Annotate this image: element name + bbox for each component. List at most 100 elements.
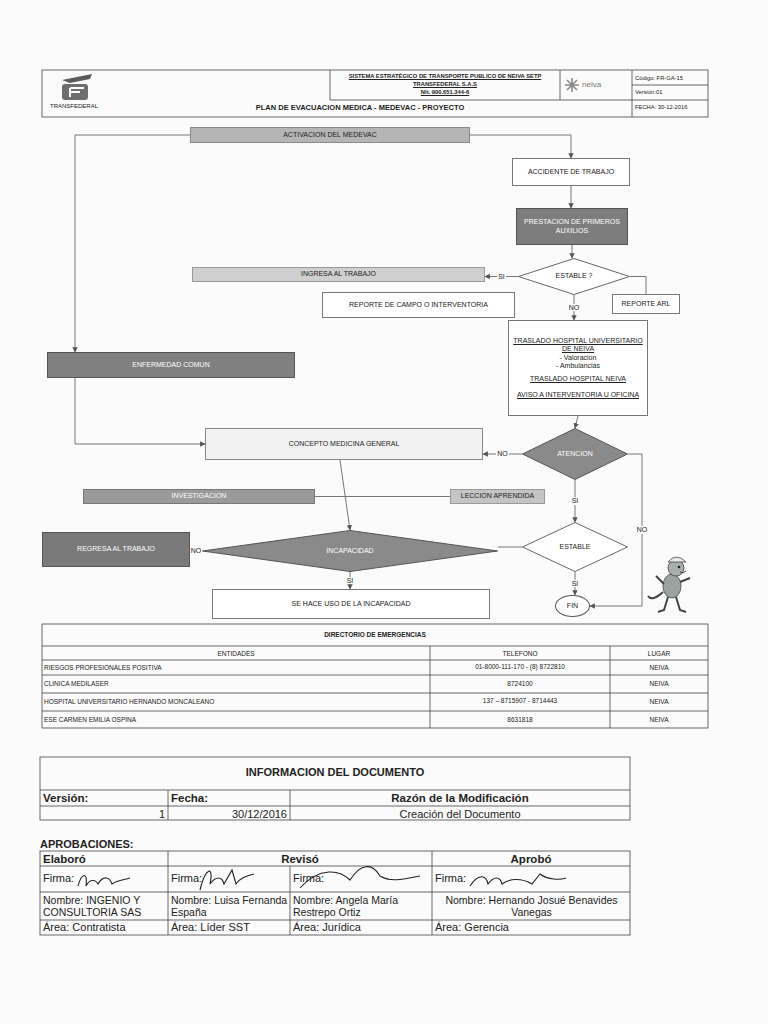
- node-text: - Valoracion: [560, 354, 597, 362]
- header-text: SISTEMA ESTRATÉGICO DE TRANSPORTE PUBLIC…: [330, 73, 560, 80]
- header-text: TRANSFEDERAL S.A.S: [330, 81, 560, 88]
- table-cell: NEIVA: [610, 664, 708, 671]
- result-band: INVESTIGACION: [83, 489, 315, 504]
- node-text: INVESTIGACION: [172, 492, 227, 500]
- node-text: CONCEPTO MEDICINA GENERAL: [289, 440, 400, 448]
- code-cell: Código: FR-GA-15: [635, 75, 707, 82]
- table-cell: NEIVA: [610, 716, 708, 723]
- decision-diamond: ESTABLE ?: [518, 258, 630, 295]
- flow-connector: [572, 245, 573, 258]
- header-text: NIt. 900.651.344-6: [330, 89, 560, 96]
- process-box: REPORTE ARL: [612, 294, 680, 314]
- table-cell: 8631818: [430, 716, 610, 723]
- process-box: PRESTACION DE PRIMEROS AUXILIOS: [516, 208, 628, 245]
- flow-connector: [571, 186, 572, 208]
- node-text: REPORTE DE CAMPO O INTERVENTORIA: [349, 301, 488, 309]
- node-text: ESTABLE: [560, 543, 591, 551]
- node-text: ESTABLE ?: [556, 272, 593, 280]
- start-band: ACTIVACION DEL MEDEVAC: [190, 127, 470, 143]
- table-cell: Firma:: [171, 872, 211, 885]
- node-text: - Ambulancias: [556, 362, 600, 370]
- node-text: TRASLADO HOSPITAL NEIVA: [530, 375, 626, 383]
- table-cell: Firma:: [435, 872, 475, 885]
- table-cell: Nombre: Angela María Restrepo Ortiz: [293, 894, 430, 918]
- table-header: LUGAR: [610, 650, 708, 657]
- table-cell: 137 – 8715907 - 8714443: [430, 697, 610, 704]
- signatures: [78, 867, 566, 890]
- node-text: ATENCION: [557, 450, 593, 458]
- table-cell: ESE CARMEN EMILIA OSPINA: [44, 716, 428, 723]
- table-cell: 8724100: [430, 680, 610, 687]
- flow-connector: [75, 378, 205, 444]
- process-box: REPORTE DE CAMPO O INTERVENTORIA: [322, 292, 515, 318]
- company-logo: [62, 74, 92, 100]
- end-circle: FIN: [555, 595, 590, 617]
- code-cell: FECHA: 30-12-2016: [635, 104, 707, 111]
- table-cell: Área: Líder SST: [171, 921, 288, 934]
- table-title: DIRECTORIO DE EMERGENCIAS: [42, 631, 708, 638]
- table-cell: 01-8000-111-170 - (8) 8722810: [430, 663, 610, 670]
- flow-connector: [498, 547, 522, 548]
- table-cell: Área: Contratista: [43, 921, 166, 934]
- table-cell: Nombre: Hernando Josué Benavides Vanegas: [435, 894, 628, 918]
- document-title: PLAN DE EVACUACION MEDICA - MEDEVAC - PR…: [150, 104, 570, 113]
- logo-text: TRANSFEDERAL: [50, 103, 130, 110]
- logo-text: neiva: [582, 80, 622, 89]
- edge-label: NO: [636, 526, 649, 534]
- table-cell: 30/12/2016: [168, 808, 287, 821]
- node-text: INGRESA AL TRABAJO: [301, 270, 376, 278]
- table-cell: Área: Jurídica: [293, 921, 430, 934]
- table-cell: HOSPITAL UNIVERSITARIO HERNANDO MONCALEA…: [44, 698, 428, 705]
- city-logo: [565, 78, 579, 92]
- flow-connector: [470, 135, 571, 158]
- table-title: INFORMACION DEL DOCUMENTO: [40, 766, 630, 779]
- edge-label: SI: [571, 580, 580, 588]
- process-band: ENFERMEDAD COMUN: [47, 352, 295, 378]
- code-cell: Versión:01: [635, 89, 707, 96]
- table-cell: Nombre: INGENIO Y CONSULTORIA SAS: [43, 894, 166, 918]
- node-text: REPORTE ARL: [622, 300, 671, 308]
- table-cell: Nombre: Luisa Fernanda España: [171, 894, 288, 918]
- table-header: Versión:: [43, 792, 165, 805]
- decision-diamond: INCAPACIDAD: [202, 530, 498, 572]
- flow-connector: [315, 496, 450, 497]
- table-header: Fecha:: [171, 792, 287, 805]
- flow-connector: [630, 277, 646, 295]
- flow-connector: [590, 454, 642, 606]
- table-header: Elaboró: [43, 853, 165, 866]
- diamond-shape: [523, 429, 628, 480]
- flow-connector: [575, 416, 578, 428]
- table-header: TELEFONO: [430, 650, 610, 657]
- process-box: TRASLADO HOSPITAL UNIVERSITARIO DE NEIVA…: [508, 320, 648, 416]
- table-header: ENTIDADES: [42, 650, 430, 657]
- node-text: ACCIDENTE DE TRABAJO: [528, 168, 614, 176]
- table-cell: Área: Gerencia: [435, 921, 628, 934]
- table-cell: 1: [40, 808, 165, 821]
- node-text: FIN: [567, 602, 578, 610]
- edge-label: SI: [571, 497, 580, 505]
- node-text: LECCION APRENDIDA: [461, 492, 535, 500]
- edge-label: SI: [497, 273, 506, 281]
- node-text: AVISO A INTERVENTORIA U OFICINA: [517, 391, 639, 399]
- diamond-shape: [519, 259, 630, 295]
- table-cell: CLINICA MEDILASER: [44, 680, 428, 687]
- node-text: TRASLADO HOSPITAL UNIVERSITARIO DE NEIVA: [513, 337, 643, 354]
- table-cell: RIESGOS PROFESIONALES POSITIVA: [44, 664, 428, 671]
- node-text: REGRESA AL TRABAJO: [77, 545, 155, 553]
- table-cell: Firma:: [293, 872, 333, 885]
- process-box: ACCIDENTE DE TRABAJO: [512, 158, 630, 186]
- result-band: REGRESA AL TRABAJO: [42, 532, 190, 567]
- flow-connector: [75, 135, 190, 352]
- edge-label: NO: [568, 304, 581, 312]
- table-cell: NEIVA: [610, 680, 708, 687]
- edge-label: NO: [496, 450, 509, 458]
- table-cell: Firma:: [43, 872, 83, 885]
- table-cell: Creación del Documento: [290, 808, 630, 821]
- node-text: INCAPACIDAD: [326, 547, 373, 555]
- decision-diamond: ATENCION: [522, 428, 628, 480]
- flow-connector: [340, 460, 350, 530]
- node-text: ENFERMEDAD COMUN: [132, 361, 209, 369]
